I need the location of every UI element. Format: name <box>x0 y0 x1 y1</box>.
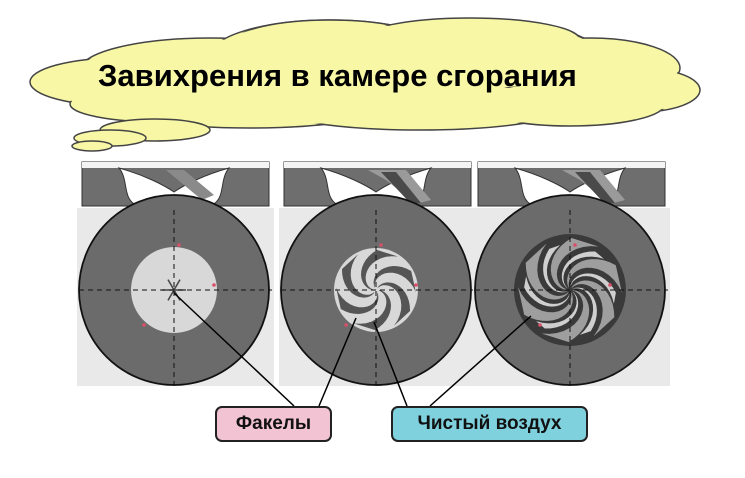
stage-1-panel <box>77 161 274 386</box>
swirl-vane <box>567 259 622 293</box>
clean-air-callout-1 <box>373 321 408 407</box>
swirl-vane-light <box>543 245 568 293</box>
flame-jet <box>167 289 175 301</box>
chamber-panels <box>77 161 670 386</box>
swirl-vane-light <box>561 251 604 289</box>
bowl-swirl-dark <box>575 172 615 204</box>
swirl-vane-light <box>572 287 597 335</box>
swirl-vane <box>342 254 375 298</box>
particle <box>379 243 383 247</box>
flame-jet <box>173 279 181 291</box>
swirl-vane <box>518 287 573 321</box>
flames-callout-1 <box>173 292 295 407</box>
particle <box>142 323 146 327</box>
swirl-vane-light <box>536 291 579 329</box>
swirl-vane <box>550 238 599 290</box>
stage-2-panel <box>279 161 476 386</box>
flames-callout-2 <box>318 317 357 407</box>
head-top-edge <box>82 162 269 168</box>
clean-air-label: Чистый воздух <box>391 406 588 442</box>
particle <box>414 283 418 287</box>
head-top-edge <box>478 162 665 168</box>
cloud-fill <box>361 19 579 61</box>
swirl-vane-light <box>570 273 616 304</box>
swirl-vane <box>541 290 590 342</box>
swirl-vane-light <box>524 276 570 307</box>
particle <box>608 283 612 287</box>
swirl-vane <box>354 290 391 330</box>
head-top-edge <box>284 162 471 168</box>
cloud-fill <box>71 87 249 121</box>
particle <box>538 323 542 327</box>
stage-3-panel <box>473 161 670 386</box>
thought-bubble <box>71 140 113 152</box>
bowl-swirl <box>166 170 214 200</box>
particle <box>177 243 181 247</box>
cloud-fill <box>476 83 664 125</box>
swirl-vane <box>525 243 569 300</box>
cloud-body <box>29 17 701 131</box>
swirl-vane <box>361 250 398 290</box>
clean-air-callout-2 <box>429 315 532 407</box>
particle <box>573 243 577 247</box>
swirl-vane <box>571 280 615 337</box>
bowl-swirl-dark <box>381 172 421 204</box>
title-cloud <box>29 17 701 152</box>
particle <box>344 323 348 327</box>
swirl-vane <box>377 282 410 326</box>
flames-label: Факелы <box>215 406 332 442</box>
swirl-vane <box>373 266 416 293</box>
particle <box>212 283 216 287</box>
flame-jet <box>167 279 175 291</box>
swirl-vane <box>336 287 379 314</box>
slide-title: Завихрения в камере сгорания <box>98 58 577 93</box>
callout-lines <box>173 292 532 407</box>
